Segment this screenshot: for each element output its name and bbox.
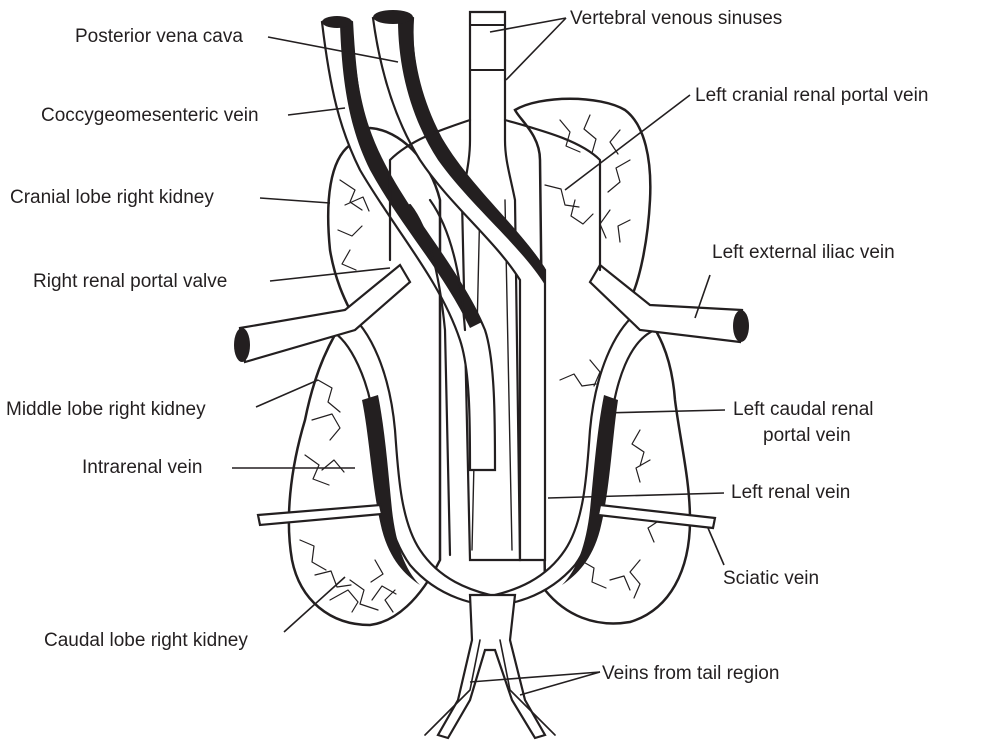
- label-veins-from-tail-region: Veins from tail region: [602, 663, 779, 684]
- label-posterior-vena-cava: Posterior vena cava: [75, 26, 243, 47]
- label-caudal-lobe-right-kidney: Caudal lobe right kidney: [44, 630, 248, 651]
- label-left-renal-vein: Left renal vein: [731, 482, 850, 503]
- label-middle-lobe-right-kidney: Middle lobe right kidney: [6, 399, 206, 420]
- label-left-cranial-renal-portal-vein: Left cranial renal portal vein: [695, 85, 928, 106]
- label-left-caudal-renal-portal-vein-2: portal vein: [763, 425, 851, 446]
- vertebral-venous-sinus-vessel: [462, 12, 520, 560]
- label-coccygeomesenteric-vein: Coccygeomesenteric vein: [41, 105, 259, 126]
- label-intrarenal-vein: Intrarenal vein: [82, 457, 202, 478]
- tail-veins: [425, 595, 555, 738]
- label-vertebral-venous-sinuses: Vertebral venous sinuses: [570, 8, 782, 29]
- label-left-external-iliac-vein: Left external iliac vein: [712, 242, 895, 263]
- label-sciatic-vein: Sciatic vein: [723, 568, 819, 589]
- label-right-renal-portal-valve: Right renal portal valve: [33, 271, 227, 292]
- label-cranial-lobe-right-kidney: Cranial lobe right kidney: [10, 187, 214, 208]
- label-left-caudal-renal-portal-vein-1: Left caudal renal: [733, 399, 874, 420]
